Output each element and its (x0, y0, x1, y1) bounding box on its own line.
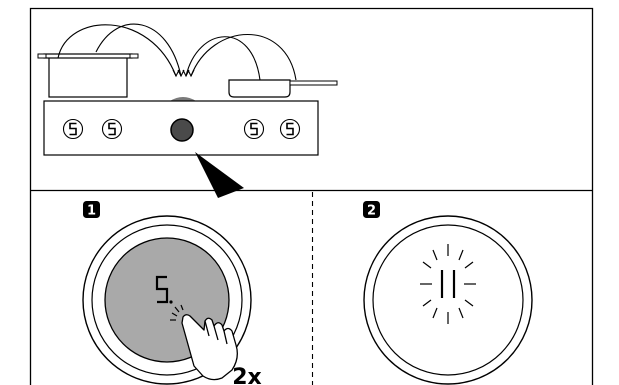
step-1-number: 1 (87, 204, 96, 219)
zone-display-2[interactable] (103, 120, 122, 139)
control-knob-icon[interactable] (171, 119, 193, 141)
cooktop-illustration (38, 24, 337, 198)
step-2-display-glyph: 11 (0, 0, 2, 1)
zoom-pointer (195, 152, 244, 198)
step-1-display-glyph: 5. (0, 0, 2, 1)
zone-display-4[interactable] (281, 120, 300, 139)
zone-display-3[interactable] (245, 120, 264, 139)
press-count-label: 2x (232, 365, 262, 385)
frying-pan-icon (229, 80, 337, 97)
cooking-pot-icon (38, 54, 138, 97)
zone-display-1[interactable] (64, 120, 83, 139)
step-2-number: 2 (367, 204, 376, 219)
